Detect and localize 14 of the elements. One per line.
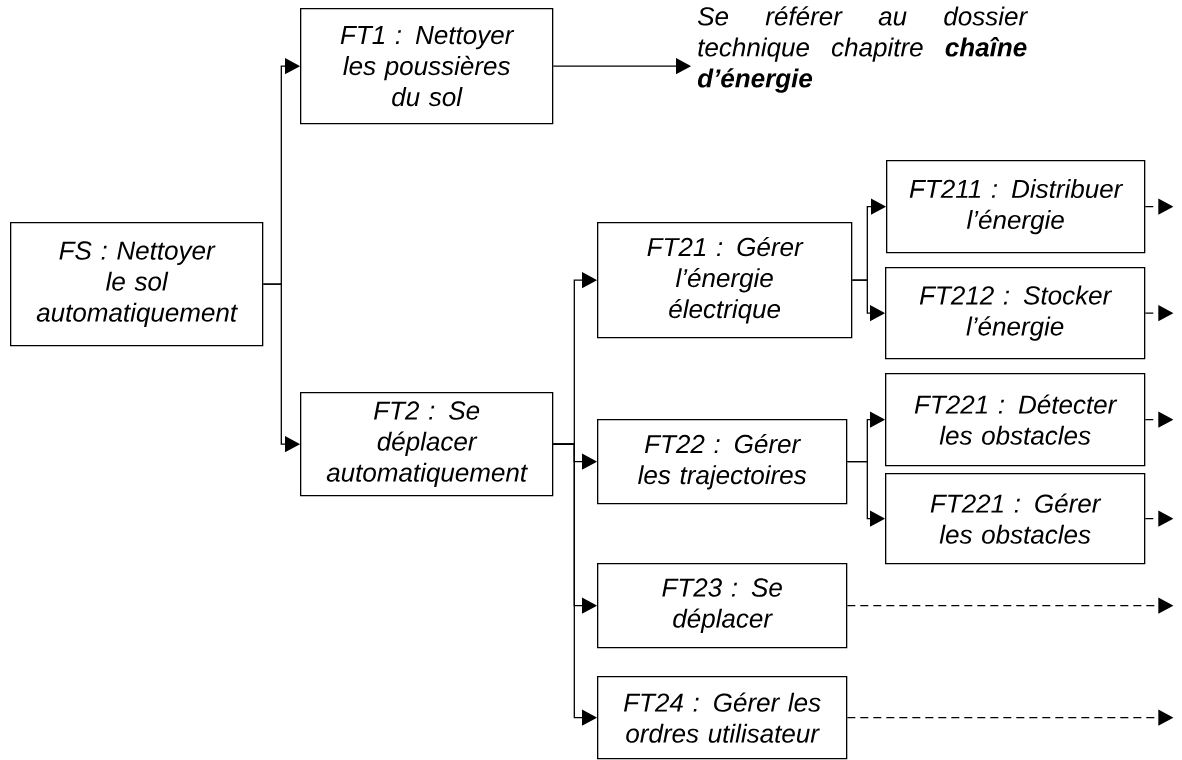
note-text: Se référer au dossier technique chapitre chaîne d’énergie (697, 6, 1029, 93)
function-box: FT23 : Se déplacer (597, 563, 848, 649)
arrow (846, 461, 885, 527)
function-box: FT221 : Détecter les obstacles (885, 373, 1146, 467)
arrow (552, 443, 597, 726)
function-box: FT1 : Nettoyer les poussières du sol (300, 8, 554, 125)
function-box: FT212 : Stocker l’énergie (885, 267, 1146, 360)
function-box: FS : Nettoyer le sol automatiquement (10, 222, 264, 347)
function-box: FT221 : Gérer les obstacles (885, 473, 1146, 565)
function-box: FT211 : Distribuer l’énergie (886, 160, 1146, 254)
function-box: FT21 : Gérer l’énergie électrique (597, 222, 853, 339)
function-box: FT24 : Gérer les ordres utilisateur (597, 676, 848, 760)
function-box: FT22 : Gérer les trajectoires (597, 419, 848, 505)
function-box: FT2 : Se déplacer automatiquement (300, 392, 554, 497)
